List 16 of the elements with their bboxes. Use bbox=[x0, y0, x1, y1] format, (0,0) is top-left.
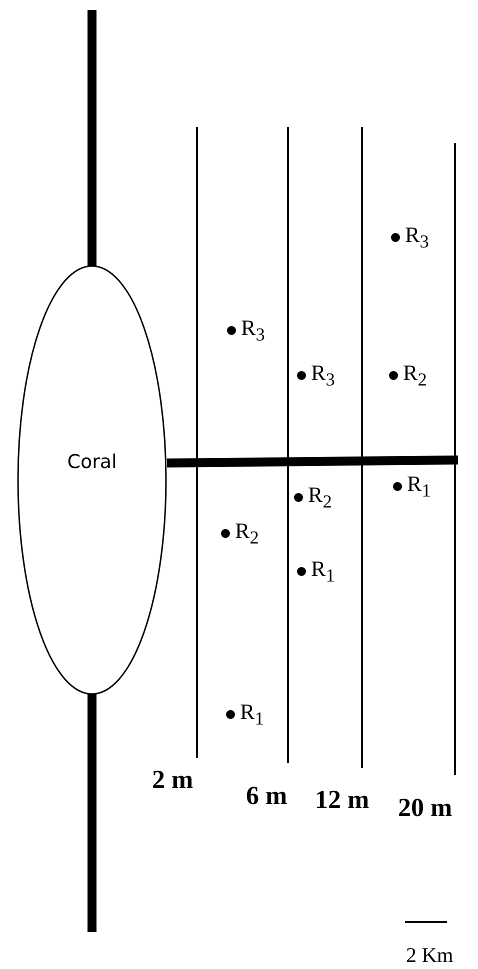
depth-label: 6 m bbox=[246, 782, 288, 810]
reef-ellipse bbox=[17, 265, 167, 695]
site-label: R$_{3}$ bbox=[405, 223, 429, 254]
reef-label: Coral bbox=[67, 451, 117, 473]
site-label: R$_{2}$ bbox=[235, 519, 259, 550]
site-label: R$_{3}$ bbox=[311, 361, 335, 392]
site-label: R$_{1}$ bbox=[311, 557, 335, 588]
site-label: R$_{3}$ bbox=[241, 316, 265, 346]
depth-label: 2 m bbox=[152, 766, 194, 794]
site-label: R$_{1}$ bbox=[240, 700, 264, 730]
scale-label: 2 Km bbox=[406, 943, 454, 967]
site-label: R$_{1}$ bbox=[407, 472, 431, 502]
depth-label: 12 m bbox=[315, 786, 370, 814]
site-label: R$_{2}$ bbox=[308, 483, 332, 514]
site-label: R$_{2}$ bbox=[403, 361, 427, 392]
depth-label: 20 m bbox=[398, 794, 452, 822]
